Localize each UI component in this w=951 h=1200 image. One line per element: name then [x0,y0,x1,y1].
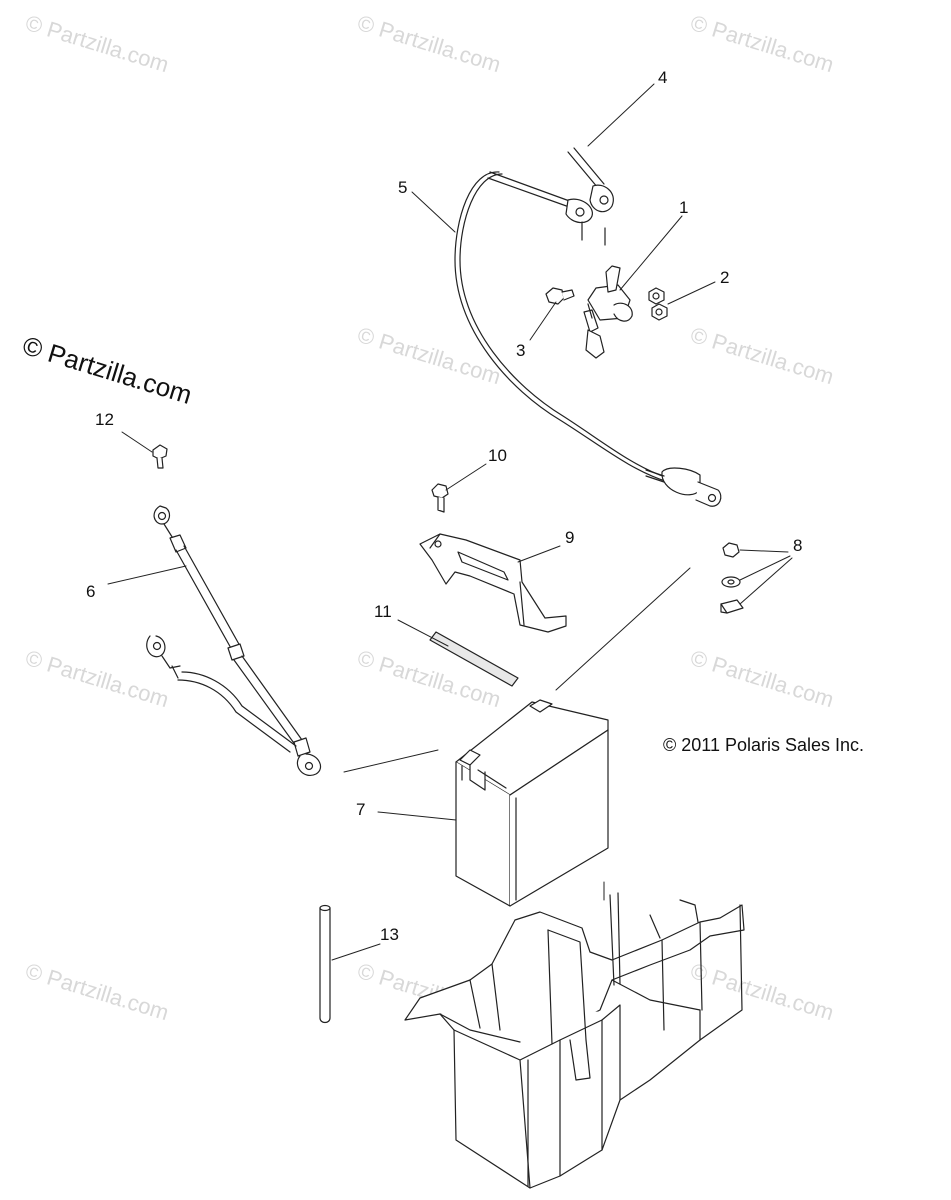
part-8-hardware [720,542,744,614]
callout-5: 5 [398,178,408,197]
callout-8: 8 [793,536,803,555]
part-9-bracket [419,533,567,633]
callout-1: 1 [679,198,689,217]
callout-7: 7 [356,800,366,819]
callout-10: 10 [488,446,507,465]
part-10-bolt [431,483,449,513]
callout-3: 3 [516,341,526,360]
callout-2: 2 [720,268,730,287]
part-2-nuts [648,287,668,321]
callout-6: 6 [86,582,96,601]
part-11-pad [429,631,519,687]
battery-box [404,892,745,1189]
callout-13: 13 [380,925,399,944]
part-12-screw [152,444,168,469]
callout-4: 4 [658,68,668,87]
callout-12: 12 [95,410,114,429]
part-1-solenoid [583,265,633,359]
leader-lines [107,83,793,961]
part-3-bolt [545,287,575,305]
part-5-cable [454,171,722,507]
part-6-cable [146,505,321,776]
part-7-battery [455,699,609,907]
callout-11: 11 [374,602,392,621]
part-13-rod [319,904,331,1024]
copyright-text: © 2011 Polaris Sales Inc. [663,735,865,755]
callout-9: 9 [565,528,575,547]
part-4-cables [487,147,614,246]
